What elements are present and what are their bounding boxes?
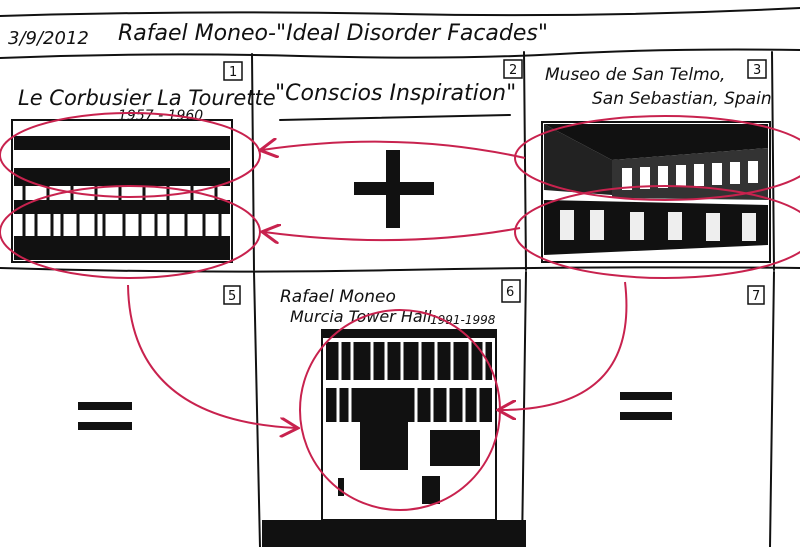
panel-grid <box>0 7 800 547</box>
panel-title: "Conscios Inspiration" <box>275 81 516 106</box>
panel-number: 6 <box>506 285 514 300</box>
san-telmo-sketch <box>541 121 771 263</box>
panel-2: "Conscios Inspiration" 2 <box>275 59 523 228</box>
header-title: Rafael Moneo-"Ideal Disorder Facades" <box>118 21 548 46</box>
panel-5: 5 <box>78 285 241 430</box>
panel-subtitle: Murcia Tower Hall <box>290 307 432 326</box>
panel-title: Rafael Moneo <box>280 287 396 307</box>
panel-subtitle: San Sebastian, Spain <box>592 89 772 109</box>
panel-years: 1991-1998 <box>430 313 496 327</box>
panel-3: Museo de San Telmo, San Sebastian, Spain… <box>541 59 772 263</box>
plus-icon <box>354 150 434 228</box>
header-date: 3/9/2012 <box>8 28 89 49</box>
panel-number: 7 <box>752 289 760 304</box>
panel-6: Rafael Moneo Murcia Tower Hall 1991-1998… <box>262 279 526 547</box>
panel-title: Museo de San Telmo, <box>545 65 725 85</box>
annotation-arrows <box>0 112 800 511</box>
panel-number-box <box>223 61 243 81</box>
murcia-town-hall-sketch <box>262 329 526 547</box>
panel-number: 2 <box>509 63 517 78</box>
equals-icon <box>620 392 672 420</box>
panel-title: Le Corbusier La Tourette <box>18 86 276 110</box>
equals-icon <box>78 402 132 430</box>
panel-number: 5 <box>228 289 236 304</box>
panel-number: 3 <box>753 63 761 78</box>
la-tourette-sketch <box>11 119 233 263</box>
panel-number: 1 <box>229 65 237 80</box>
panel-1: Le Corbusier La Tourette 1957 - 1960 1 <box>11 61 276 263</box>
panel-7: 7 <box>620 285 765 420</box>
